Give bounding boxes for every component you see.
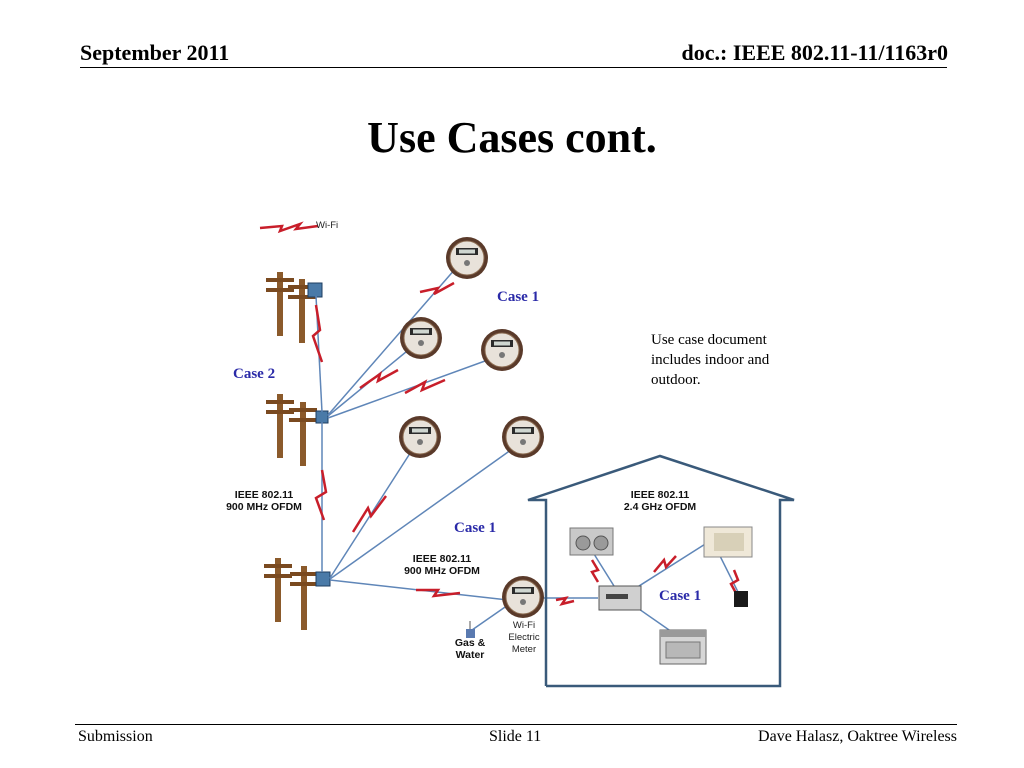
ieee-left-line-1: IEEE 802.11: [234, 489, 294, 501]
case-1-house: Case 1: [659, 588, 702, 604]
footer-rule: [75, 724, 957, 725]
wireless-bolts: [311, 281, 740, 606]
wifi-legend-label: Wi-Fi: [316, 220, 339, 231]
meter-mid-right-icon: [501, 415, 545, 459]
meter-left-icon: [399, 316, 443, 360]
gas-water-sensor-icon: [466, 621, 475, 638]
utility-pole-top: [266, 272, 323, 343]
meter-label-line-1: Wi-Fi: [512, 620, 536, 631]
gas-water-line-1: Gas &: [454, 637, 486, 649]
ieee-house-line-1: IEEE 802.11: [630, 489, 690, 501]
meter-label-line-3: Meter: [511, 644, 537, 655]
smart-plug-icon: [734, 591, 748, 607]
case-2-left: Case 2: [233, 366, 276, 382]
case-1-top: Case 1: [497, 289, 540, 305]
ieee-mid-line-2: 900 MHz OFDM: [404, 565, 480, 577]
utility-pole-middle: [266, 394, 329, 466]
ieee-house-line-2: 2.4 GHz OFDM: [623, 501, 697, 513]
range-oven-icon: [659, 629, 707, 665]
wifi-electric-meter-icon: [501, 575, 545, 619]
ieee-house-label: IEEE 802.11 2.4 GHz OFDM: [612, 489, 708, 513]
ieee-mid-label: IEEE 802.11 900 MHz OFDM: [394, 553, 490, 577]
ieee-left-line-2: 900 MHz OFDM: [226, 501, 302, 513]
meter-right-icon: [480, 328, 524, 372]
meter-label-line-2: Electric: [508, 632, 540, 643]
meter-mid-left-icon: [398, 415, 442, 459]
wifi-gateway-icon: [598, 585, 642, 611]
use-case-note: Use case document includes indoor and ou…: [651, 332, 770, 388]
thermostat-display-icon: [703, 526, 753, 558]
wifi-legend-bolt: [259, 221, 319, 234]
gas-water-label: Gas & Water: [447, 637, 493, 661]
case-1-middle: Case 1: [454, 520, 497, 536]
ieee-mid-line-1: IEEE 802.11: [412, 553, 472, 565]
utility-pole-bottom: [264, 558, 331, 630]
header-doc-id: doc.: IEEE 802.11-11/1163r0: [681, 40, 948, 65]
footer-slide-number: Slide 11: [489, 728, 542, 745]
footer-author: Dave Halasz, Oaktree Wireless: [758, 728, 957, 745]
house-outline: [527, 454, 795, 688]
wifi-electric-meter-label: Wi-Fi Electric Meter: [499, 620, 549, 656]
washer-dryer-icon: [569, 527, 614, 556]
header-rule: [80, 67, 947, 68]
footer-submission: Submission: [78, 728, 153, 745]
gas-water-line-2: Water: [455, 649, 485, 661]
slide-title: Use Cases cont.: [367, 113, 657, 162]
meter-top-icon: [445, 236, 489, 280]
header-date: September 2011: [80, 40, 230, 65]
ieee-left-label: IEEE 802.11 900 MHz OFDM: [216, 489, 312, 513]
